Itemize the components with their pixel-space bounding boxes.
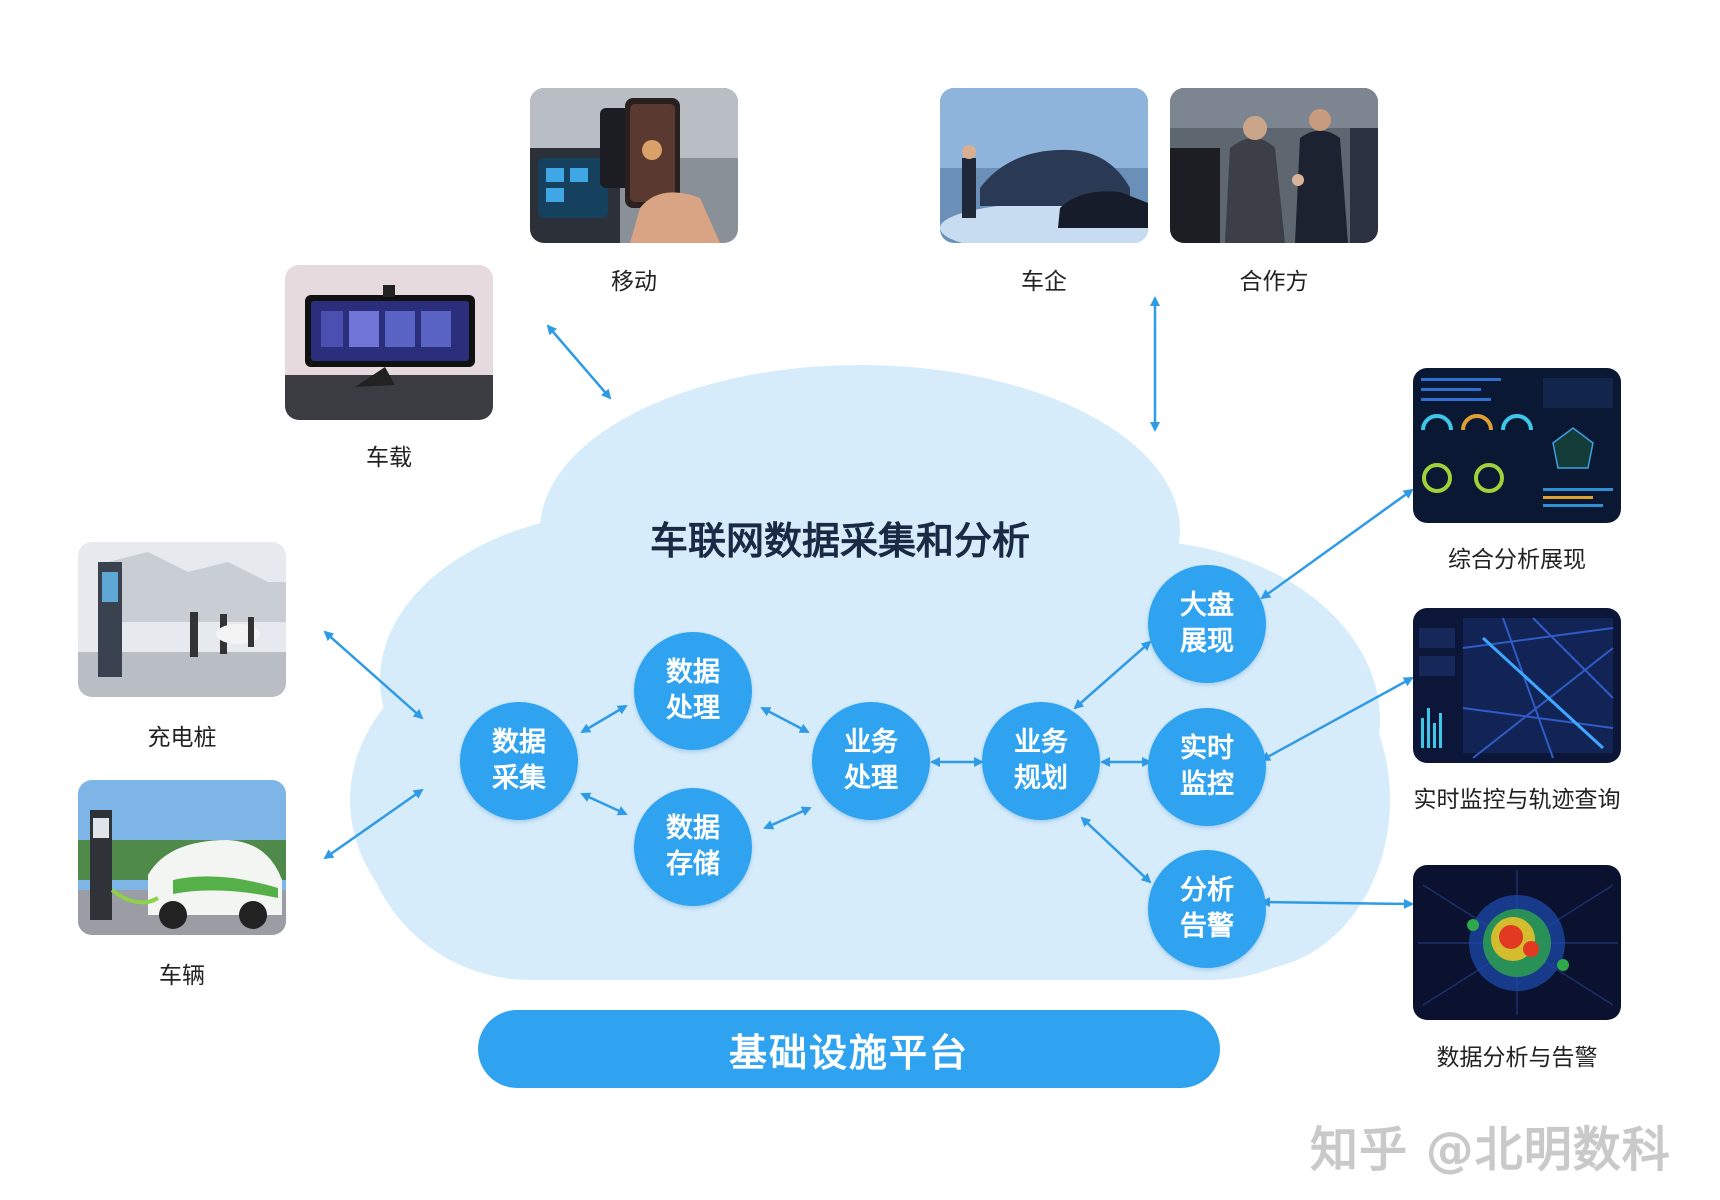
arrow-alarm-alerts (1260, 897, 1414, 909)
node-line: 实时 (1180, 733, 1234, 764)
node-line: 监控 (1180, 769, 1234, 800)
vehicle-image (78, 780, 286, 935)
node-data-process: 数据 处理 (634, 632, 752, 750)
in-vehicle-image (285, 265, 493, 420)
node-dashboard: 大盘 展现 (1148, 565, 1266, 683)
node-data-collect: 数据 采集 (460, 702, 578, 820)
arrow-monitor-tracking (1260, 676, 1414, 762)
node-data-storage: 数据 存储 (634, 788, 752, 906)
partner-image (1170, 88, 1378, 243)
arrow-bplan-alarm (1080, 816, 1152, 884)
connector-arrows (323, 296, 1414, 909)
caption-car-oem: 车企 (1021, 269, 1067, 295)
node-line: 业务 (1014, 727, 1068, 758)
node-line: 存储 (666, 849, 720, 880)
node-line: 处理 (844, 763, 898, 794)
alert-heatmap-image (1413, 865, 1621, 1020)
node-line: 数据 (492, 727, 546, 758)
node-line: 展现 (1180, 626, 1234, 657)
node-realtime-monitor: 实时 监控 (1148, 708, 1266, 826)
node-business-plan: 业务 规划 (982, 702, 1100, 820)
caption-vehicle: 车辆 (159, 963, 205, 989)
arrow-collect-process (580, 704, 628, 734)
infrastructure-platform-bar: 基础设施平台 (478, 1010, 1220, 1088)
arrow-charging (323, 630, 424, 720)
arrow-process-bprocess (760, 706, 810, 734)
node-line: 规划 (1014, 763, 1068, 794)
mobile-image (530, 88, 738, 243)
arrow-collect-storage (580, 792, 628, 816)
caption-in-vehicle: 车载 (366, 445, 412, 471)
node-line: 大盘 (1180, 590, 1234, 621)
node-line: 数据 (666, 657, 720, 688)
node-business-process: 业务 处理 (812, 702, 930, 820)
car-oem-image (940, 88, 1148, 243)
tracking-map-image (1413, 608, 1621, 763)
arrow-mobile (546, 324, 612, 400)
diagram-title: 车联网数据采集和分析 (649, 519, 1030, 563)
caption-overview: 综合分析展现 (1448, 547, 1586, 573)
node-line: 业务 (844, 727, 898, 758)
caption-mobile: 移动 (611, 269, 657, 295)
node-line: 告警 (1180, 911, 1234, 942)
arrow-bplan-dashboard (1073, 640, 1152, 710)
charging-pile-image (78, 542, 286, 697)
arrow-storage-bprocess (763, 806, 812, 830)
node-line: 采集 (492, 763, 546, 794)
node-line: 数据 (666, 813, 720, 844)
caption-partner: 合作方 (1239, 269, 1309, 295)
node-line: 分析 (1180, 875, 1234, 906)
caption-charging-pile: 充电桩 (147, 725, 217, 751)
arrow-dashboard-overview (1260, 488, 1414, 600)
node-line: 处理 (666, 693, 720, 724)
watermark: 知乎 @北明数科 (1310, 1122, 1671, 1178)
arrow-vehicle (323, 788, 424, 860)
caption-tracking: 实时监控与轨迹查询 (1413, 787, 1621, 813)
caption-alerts: 数据分析与告警 (1436, 1045, 1598, 1071)
overview-dashboard-image (1413, 368, 1621, 523)
node-analysis-alarm: 分析 告警 (1148, 850, 1266, 968)
